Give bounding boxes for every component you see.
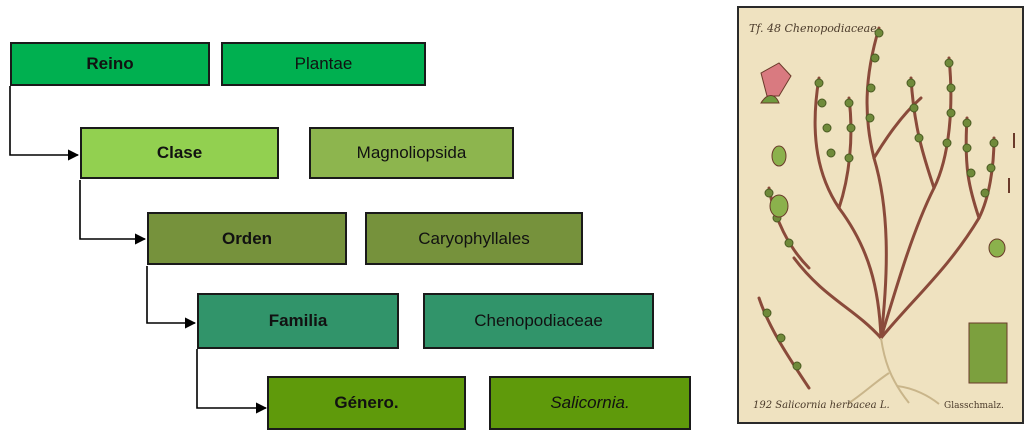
value-label-reino: Plantae <box>295 54 353 74</box>
rank-label-reino: Reino <box>86 54 133 74</box>
value-label-orden: Caryophyllales <box>418 229 530 249</box>
connector-familia-genero <box>197 349 266 408</box>
rank-box-clase: Clase <box>80 127 279 179</box>
rank-label-clase: Clase <box>157 143 202 163</box>
plate-header: Tf. 48 Chenopodiaceae. <box>749 22 880 35</box>
value-label-familia: Chenopodiaceae <box>474 311 603 331</box>
value-label-genero: Salicornia. <box>550 393 629 413</box>
rank-box-reino: Reino <box>10 42 210 86</box>
connector-orden-familia <box>147 266 195 323</box>
caption-left: 192 Salicornia herbacea L. <box>753 400 890 411</box>
rank-label-orden: Orden <box>222 229 272 249</box>
rank-label-familia: Familia <box>269 311 328 331</box>
caption-right: Glasschmalz. <box>944 401 1004 411</box>
value-box-genero: Salicornia. <box>489 376 691 430</box>
salicornia-drawing: Tf. 48 Chenopodiaceae. <box>739 8 1022 422</box>
botanical-illustration: Tf. 48 Chenopodiaceae. <box>737 6 1024 424</box>
rank-box-genero: Género. <box>267 376 466 430</box>
connector-reino-clase <box>10 86 78 155</box>
rank-box-orden: Orden <box>147 212 347 265</box>
value-box-familia: Chenopodiaceae <box>423 293 654 349</box>
value-label-clase: Magnoliopsida <box>357 143 467 163</box>
connector-clase-orden <box>80 180 145 239</box>
rank-box-familia: Familia <box>197 293 399 349</box>
rank-label-genero: Género. <box>334 393 398 413</box>
value-box-clase: Magnoliopsida <box>309 127 514 179</box>
value-box-reino: Plantae <box>221 42 426 86</box>
value-box-orden: Caryophyllales <box>365 212 583 265</box>
